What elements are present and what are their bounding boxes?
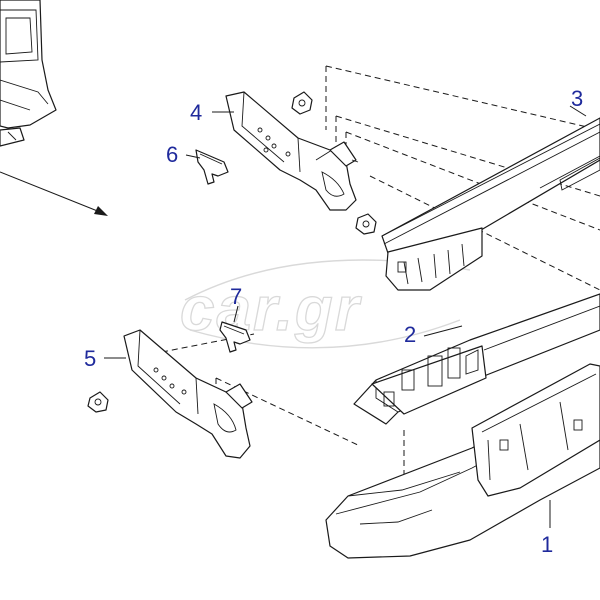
callout-7-label: 7 [230, 284, 242, 309]
nut-lower-right [355, 213, 377, 235]
watermark-text: car.gr [180, 275, 362, 344]
callout-1-label: 1 [541, 532, 553, 557]
part-4-upper-bracket [225, 91, 359, 211]
callout-3-label: 3 [571, 86, 583, 111]
nut-upper [291, 91, 313, 115]
callout-2-label: 2 [404, 322, 416, 347]
part-7-clip [219, 321, 251, 353]
part-6-clip [195, 149, 229, 185]
callout-5-label: 5 [84, 346, 96, 371]
part-2-middle-panel [353, 293, 600, 425]
direction-arrow [0, 171, 108, 216]
callout-4-label: 4 [190, 100, 202, 125]
part-1-bumper [325, 363, 600, 559]
part-5-lower-bracket [123, 329, 253, 459]
nut-left [87, 391, 109, 413]
leader-lines [104, 105, 587, 528]
watermark-logo: car.gr [179, 259, 471, 349]
callout-6-label: 6 [166, 142, 178, 167]
vehicle-overview-drawing [0, 0, 57, 147]
part-3-upper-rail [381, 117, 600, 291]
assembly-guide-lines [161, 65, 600, 477]
